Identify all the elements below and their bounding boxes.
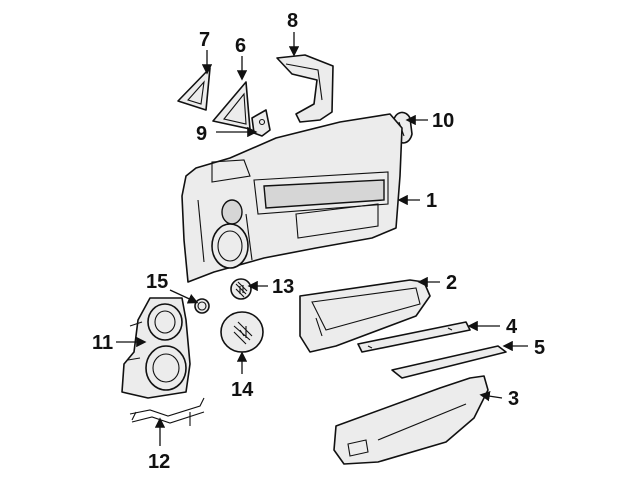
- part-13-speaker-grille: [230, 278, 252, 300]
- callout-8: 8: [287, 10, 298, 32]
- part-7-corner-trim: [177, 67, 211, 111]
- callout-11: 11: [92, 332, 113, 354]
- leader-lines: [116, 32, 528, 446]
- callout-labels: 1 2 3 4 5 6 7 8 9 10 11 12 13 14 15: [92, 10, 545, 473]
- part-8-upper-trim: [276, 54, 334, 123]
- part-6-mirror-trim: [212, 81, 251, 130]
- callout-1: 1: [426, 190, 437, 212]
- callout-13: 13: [272, 276, 294, 298]
- callout-4: 4: [506, 316, 518, 338]
- part-14-large-grille: [220, 311, 264, 353]
- part-1-door-panel: [181, 113, 403, 283]
- callout-9: 9: [196, 123, 207, 145]
- part-2-armrest: [299, 279, 431, 353]
- leader-15: [169, 289, 199, 304]
- callout-7: 7: [199, 29, 210, 51]
- callout-3: 3: [508, 388, 519, 410]
- callout-6: 6: [235, 35, 246, 57]
- callout-12: 12: [148, 451, 170, 473]
- part-5-strip: [391, 345, 507, 379]
- callout-15: 15: [146, 271, 168, 293]
- part-3-lower-trim: [333, 375, 489, 465]
- part-11-speaker-enclosure: [121, 297, 191, 399]
- callout-2: 2: [446, 272, 457, 294]
- callout-5: 5: [534, 337, 545, 359]
- part-12-mounting-bracket: [129, 397, 205, 426]
- leader-3: [479, 391, 503, 402]
- callout-10: 10: [432, 110, 454, 132]
- callout-14: 14: [231, 379, 254, 401]
- part-15-small-grille: [194, 298, 210, 314]
